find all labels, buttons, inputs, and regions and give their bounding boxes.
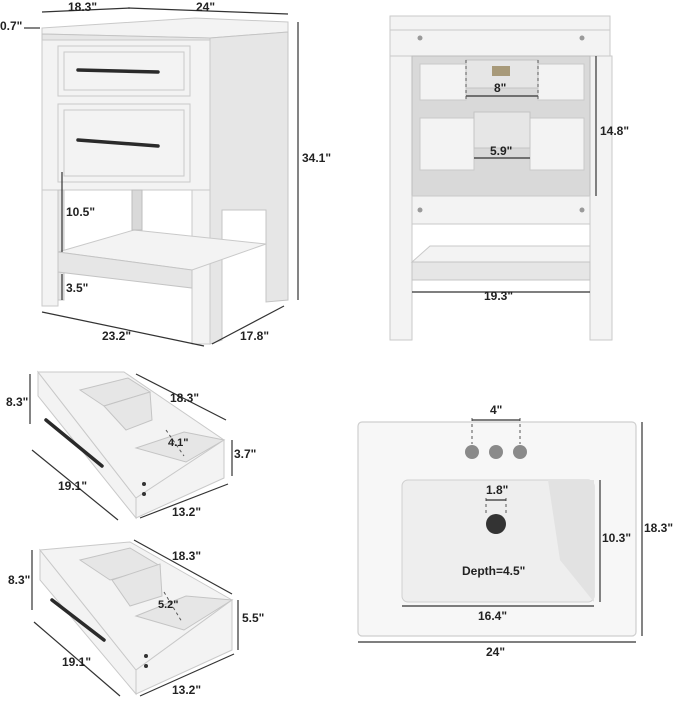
- cabinet-width-label: 24": [196, 0, 215, 14]
- shelf-width-label: 19.3": [484, 289, 513, 303]
- drain-size-label: 1.8": [486, 483, 508, 497]
- back-bottom-shelf: [410, 245, 591, 263]
- bottom-drawer-height-label: 8.3": [8, 573, 30, 587]
- base-gap-label: 3.5": [66, 281, 88, 295]
- base-width-label: 23.2": [102, 329, 131, 343]
- top-drawer-width-label: 13.2": [172, 505, 201, 519]
- plumbing-width-label: 8": [494, 81, 506, 95]
- bottom-drawer-notch-label: 5.2": [158, 599, 179, 611]
- sink-top-view: 4" 1.8" 10.3" Depth=4.5" 16.4" 18.3" 24": [357, 403, 673, 659]
- bottom-drawer-length-label: 19.1": [62, 655, 91, 669]
- cabinet-top-thickness-label: 0.7": [0, 19, 22, 33]
- back-right-leg: [589, 55, 613, 341]
- bottom-drawer-side-handle: [50, 598, 106, 642]
- faucet-hole-right-icon: [513, 445, 527, 459]
- top-drawer-length-label: 19.1": [58, 479, 87, 493]
- bottom-drawer-width-label: 13.2": [172, 683, 201, 697]
- base-depth-label: 17.8": [240, 329, 269, 343]
- faucet-hole-left-icon: [465, 445, 479, 459]
- drain-hole-icon: [486, 514, 506, 534]
- cabinet-depth-label: 18.3": [68, 0, 97, 14]
- top-drawer-side-height-label: 3.7": [234, 447, 256, 461]
- top-drawer-height-label: 8.3": [6, 395, 28, 409]
- cabinet-side-panel: [209, 31, 289, 345]
- back-left-leg: [389, 55, 413, 341]
- basin-width-label: 16.4": [478, 609, 507, 623]
- sink-total-depth-label: 18.3": [644, 521, 673, 535]
- cabinet-height-label: 34.1": [302, 151, 331, 165]
- cabinet-back-view: 8" 5.9" 14.8" 19.3": [389, 15, 629, 341]
- faucet-spacing-label: 4": [490, 403, 502, 417]
- bottom-drawer-depth-label: 18.3": [172, 549, 201, 563]
- front-left-leg: [41, 189, 59, 307]
- basin-depth-label: Depth=4.5": [462, 564, 525, 578]
- cabinet-front-view: 18.3" 24" 0.7" 34.1" 10.5" 3.5" 23.2" 17…: [0, 0, 331, 347]
- back-rail: [411, 195, 591, 225]
- top-drawer-depth-label: 18.3": [170, 391, 199, 405]
- bottom-drawer-view: 8.3" 18.3" 5.2" 5.5" 19.1" 13.2": [8, 539, 264, 697]
- top-drawer-view: 8.3" 18.3" 4.1" 3.7" 19.1" 13.2": [6, 370, 256, 521]
- leg-gap-label: 10.5": [66, 205, 95, 219]
- top-drawer-handle: [76, 68, 160, 74]
- top-drawer-side-handle: [44, 418, 104, 468]
- sink-total-width-label: 24": [486, 645, 505, 659]
- basin-height-label: 10.3": [602, 531, 631, 545]
- bottom-drawer-handle: [76, 138, 160, 148]
- opening-height-label: 14.8": [600, 124, 629, 138]
- top-drawer-notch-label: 4.1": [168, 437, 189, 449]
- back-countertop: [389, 15, 611, 31]
- lower-gap-label: 5.9": [490, 144, 512, 158]
- bottom-drawer-side-height-label: 5.5": [242, 611, 264, 625]
- faucet-hole-center-icon: [489, 445, 503, 459]
